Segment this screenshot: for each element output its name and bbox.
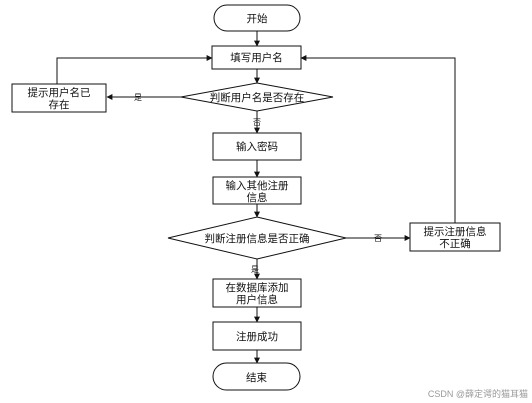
enter-other-info-label-line1: 输入其他注册: [226, 179, 289, 192]
end-label: 结束: [246, 371, 267, 384]
end-terminal: [212, 362, 301, 391]
enter-username-label: 填写用户名: [230, 51, 283, 64]
check-info-diamond: [167, 216, 347, 260]
save-to-db-box: [212, 278, 302, 308]
username-exists-box: [11, 83, 107, 113]
check-username-diamond: [180, 82, 334, 112]
enter-password-label: 输入密码: [236, 140, 278, 153]
edge-invalid-back-to-username: [300, 55, 456, 223]
register-success-box: [212, 321, 302, 351]
info-invalid-label-line1: 提示注册信息: [424, 225, 487, 238]
save-to-db-label-line2: 用户信息: [236, 293, 278, 306]
enter-password-box: [212, 132, 302, 161]
save-to-db-label-line1: 在数据库添加: [226, 281, 289, 294]
enter-other-info-label-line2: 信息: [247, 191, 268, 204]
username-exists-label-line1: 提示用户名已: [28, 86, 91, 99]
watermark: CSDN @薛定谔的猫耳猫: [427, 389, 528, 399]
enter-other-info-box: [212, 176, 302, 205]
edge-label-username-yes: 是: [134, 93, 142, 102]
info-invalid-label-line2: 不正确: [439, 237, 471, 250]
start-label: 开始: [247, 12, 268, 25]
check-info-label: 判断注册信息是否正确: [205, 232, 310, 245]
register-success-label: 注册成功: [236, 330, 278, 343]
edge-label-username-no: 否: [253, 118, 261, 127]
edge-label-info-yes: 是: [251, 265, 259, 274]
check-username-label: 判断用户名是否存在: [210, 91, 305, 104]
edge-msg-back-to-username: [56, 55, 213, 84]
edge-label-info-no: 否: [374, 234, 382, 243]
start-terminal: [213, 4, 301, 32]
username-exists-label-line2: 存在: [49, 98, 70, 111]
enter-username-box: [211, 45, 302, 70]
info-invalid-box: [409, 222, 501, 252]
